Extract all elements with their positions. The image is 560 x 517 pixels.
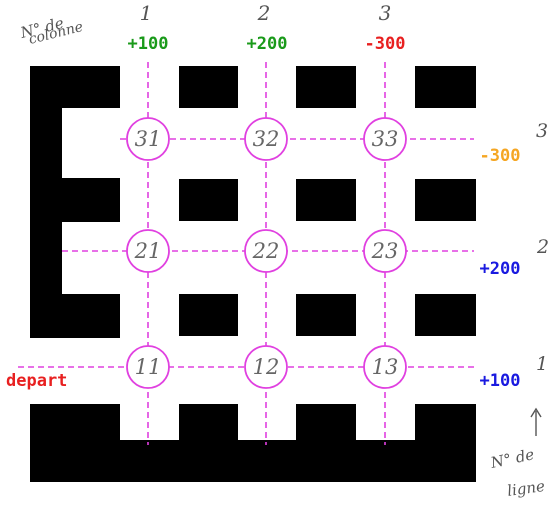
node-circle (363, 229, 407, 273)
node-12: 12 (244, 345, 288, 389)
column-number-2: 2 (257, 1, 271, 25)
row-number-1: 1 (536, 353, 548, 375)
node-circle (363, 345, 407, 389)
wall-block-mid-1 (179, 179, 238, 221)
node-label: 12 (253, 355, 280, 379)
maze-walls (30, 66, 476, 482)
bottom-comb-wall (30, 404, 476, 482)
wall-block-mid-2 (296, 179, 356, 221)
row-number-3: 3 (536, 120, 548, 142)
node-label: 32 (253, 127, 280, 151)
wall-block-low-3 (415, 294, 476, 336)
node-circle (126, 117, 170, 161)
node-label: 13 (372, 355, 399, 379)
wall-block-top-3 (415, 66, 476, 108)
row-number-2: 2 (536, 236, 549, 258)
node-circle (244, 117, 288, 161)
wall-block-low-2 (296, 294, 356, 336)
row-header-line2: ligne (506, 477, 546, 500)
node-21: 21 (126, 229, 170, 273)
left-e-wall (30, 66, 120, 338)
column-value-3: -300 (365, 34, 406, 54)
node-circle (126, 229, 170, 273)
node-22: 22 (244, 229, 288, 273)
node-label: 22 (252, 239, 280, 263)
wall-block-low-1 (179, 294, 238, 336)
row-value-1: +100 (480, 371, 521, 391)
node-31: 31 (126, 117, 170, 161)
column-number-3: 3 (379, 1, 392, 25)
wall-block-top-2 (296, 66, 356, 108)
node-33: 33 (363, 117, 407, 161)
row-header-line1: N° de (488, 445, 536, 472)
node-label: 33 (372, 127, 399, 151)
column-value-2: +200 (247, 34, 288, 54)
node-circle (363, 117, 407, 161)
wall-block-mid-3 (415, 179, 476, 221)
node-23: 23 (363, 229, 407, 273)
start-label: depart (6, 371, 67, 391)
node-circle (244, 229, 288, 273)
node-circle (244, 345, 288, 389)
grid-nodes: 31 32 33 21 22 23 11 12 13 (126, 117, 407, 389)
node-13: 13 (363, 345, 407, 389)
row-header-arrow-icon (530, 407, 542, 436)
column-value-1: +100 (128, 34, 169, 54)
node-circle (126, 345, 170, 389)
node-label: 21 (134, 239, 162, 263)
row-value-3: -300 (480, 146, 521, 166)
wall-block-top-1 (179, 66, 238, 108)
node-label: 31 (135, 127, 162, 151)
node-label: 11 (135, 355, 162, 379)
column-number-1: 1 (140, 1, 153, 25)
node-32: 32 (244, 117, 288, 161)
node-11: 11 (126, 345, 170, 389)
node-label: 23 (371, 239, 399, 263)
row-value-2: +200 (480, 259, 521, 279)
